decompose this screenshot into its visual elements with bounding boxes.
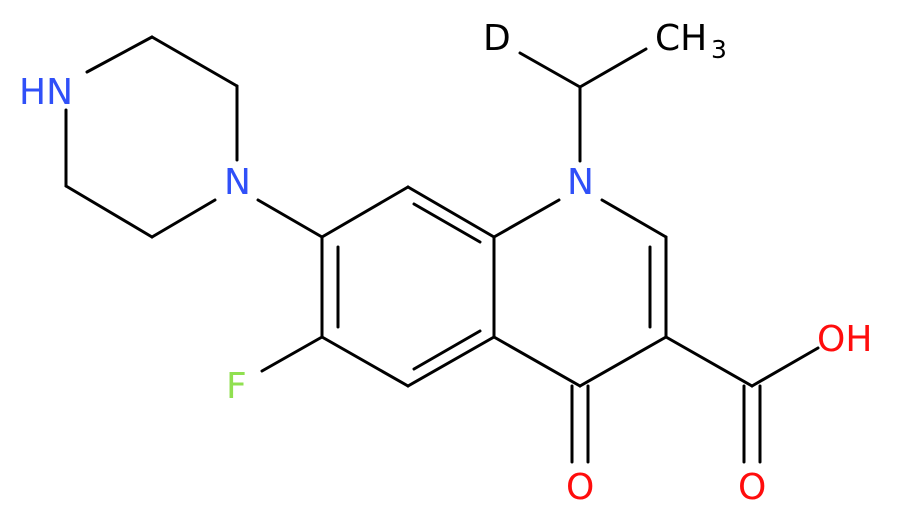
hydroxyl-label: OH — [817, 319, 872, 360]
ketone-oxygen-label: O — [566, 467, 594, 508]
bond — [406, 185, 496, 239]
quinolone-n-label: N — [567, 162, 594, 203]
piperazine-n-label: N — [224, 162, 251, 203]
bond — [260, 335, 324, 373]
bond — [150, 35, 239, 88]
deuterium-label: D — [483, 18, 511, 59]
bond — [64, 184, 154, 239]
bond — [256, 198, 324, 239]
bond — [412, 202, 482, 244]
nh-label: HN — [19, 72, 73, 113]
bond — [578, 47, 648, 89]
bond — [492, 198, 561, 239]
bond — [664, 335, 754, 388]
acid-carbonyl-oxygen-label: O — [738, 467, 766, 508]
bond — [85, 35, 154, 74]
bond — [150, 198, 217, 239]
fluorine-label: F — [226, 366, 247, 407]
bond — [750, 346, 820, 388]
methyl-label: CH — [655, 18, 707, 59]
bond — [492, 335, 582, 388]
bond — [412, 329, 482, 371]
bond — [320, 335, 410, 388]
bond — [600, 198, 668, 239]
bond — [578, 335, 668, 388]
methyl-subscript: 3 — [711, 35, 727, 64]
atom-labels: HN N N D CH 3 F O O OH — [19, 18, 872, 508]
bond — [518, 51, 582, 89]
bonds — [64, 35, 820, 464]
bond — [406, 335, 496, 388]
bond — [320, 185, 410, 239]
